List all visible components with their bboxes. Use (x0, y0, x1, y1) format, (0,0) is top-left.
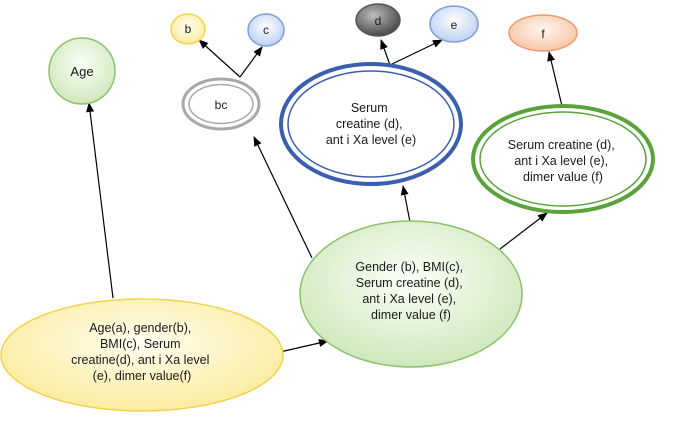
node-bc-label: bc (215, 98, 228, 112)
edge-bc-to-b (198, 39, 241, 78)
node-bc: bc (181, 77, 261, 131)
node-mid-label: Gender (b), BMI(c), Serum creatine (d), … (355, 260, 466, 322)
edges (86, 39, 563, 353)
node-f: f (508, 14, 578, 52)
node-e-label: e (451, 18, 458, 32)
node-serum-de-label: Serum creatine (d), ant i Xa level (e) (326, 101, 416, 147)
node-d-label: d (375, 14, 382, 28)
node-serum-ef-label: Serum creatine (d), ant i Xa level (e), … (508, 138, 618, 184)
edge-mid-to-de (400, 185, 411, 223)
edge-de-to-e (389, 39, 443, 66)
node-f-label: f (541, 27, 545, 41)
node-b-label: b (185, 22, 192, 36)
node-b: b (170, 13, 206, 45)
edge-root-to-mid (279, 339, 329, 353)
edge-mid-to-ef (499, 212, 548, 250)
node-serum-de: Serum creatine (d), ant i Xa level (e) (279, 62, 463, 186)
edge-de-to-d (380, 39, 391, 66)
node-d: d (355, 3, 401, 37)
node-root: Age(a), gender(b), BMI(c), Serum creatin… (0, 298, 284, 412)
node-root-label: Age(a), gender(b), BMI(c), Serum creatin… (71, 321, 213, 383)
node-age: Age (48, 37, 116, 105)
node-c-label: c (263, 23, 269, 37)
edge-mid-to-bc (253, 136, 313, 259)
node-age-label: Age (70, 64, 93, 79)
edge-ef-to-f (547, 51, 563, 107)
node-mid: Gender (b), BMI(c), Serum creatine (d), … (299, 220, 523, 368)
edge-root-to-age (86, 102, 114, 299)
node-e: e (429, 5, 479, 43)
edge-bc-to-c (239, 46, 263, 78)
node-serum-ef: Serum creatine (d), ant i Xa level (e), … (471, 104, 655, 214)
node-c: c (247, 13, 285, 47)
